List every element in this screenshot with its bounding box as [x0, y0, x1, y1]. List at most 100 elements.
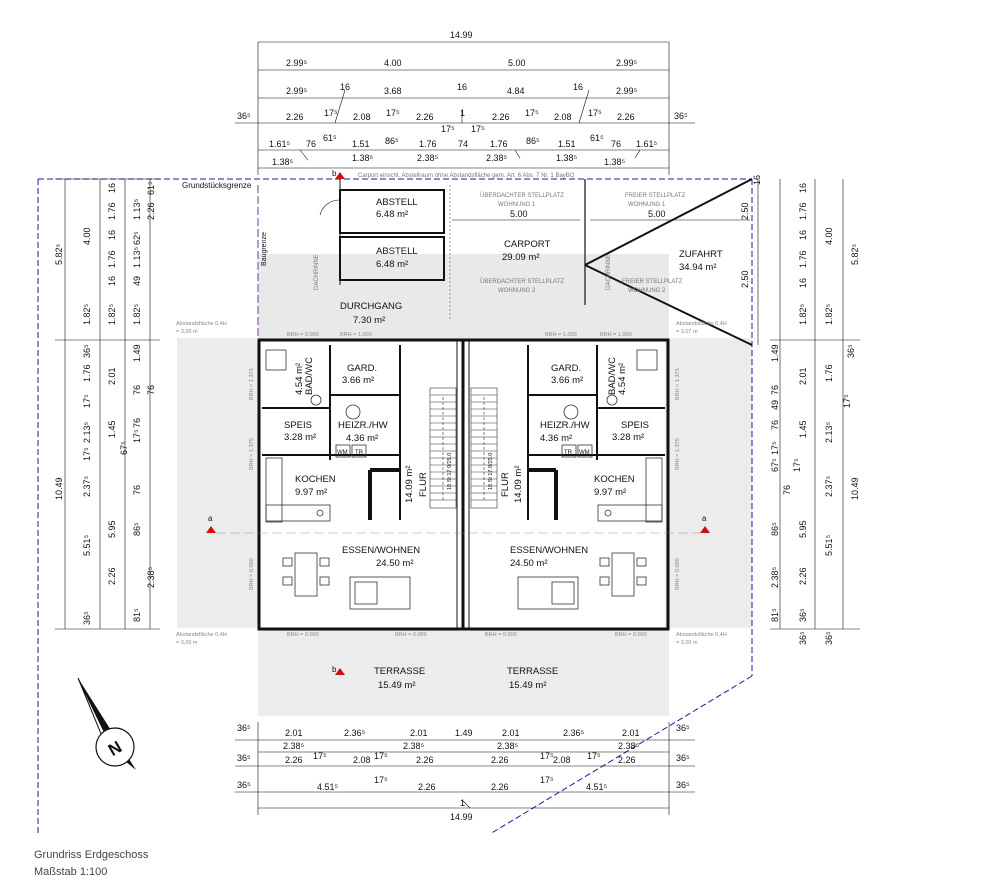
dim-right-c4: 36⁵ — [798, 608, 808, 622]
dim-top-r3: 2.99⁵ — [286, 86, 308, 96]
heiz-left-area: 4.36 m² — [346, 433, 378, 444]
dim-bot-r1: 2.36⁵ — [344, 728, 366, 738]
brh-right-2: BRH = 1.375 — [675, 438, 681, 470]
dim-right-c2: 17⁵ — [792, 458, 802, 472]
kochen-right-area: 9.97 m² — [594, 487, 626, 498]
brh-top-4: BRH = 1.000 — [600, 332, 632, 338]
dim-top-r4: 2.08 — [554, 112, 572, 122]
dim-top-r5: 1.61⁵ — [636, 139, 658, 149]
dim-bot-r3: 17⁵ — [587, 751, 601, 761]
dim-top-r6: 2.38⁵ — [486, 153, 508, 163]
dim-bot-r3: 2.08 — [353, 755, 371, 765]
north-arrow-icon: N — [77, 677, 136, 770]
stellplatz-1-label: ÜBERDACHTER STELLPLATZ — [480, 192, 564, 199]
abstell-2-area: 6.48 m² — [376, 259, 408, 270]
terrasse-left-area: 15.49 m² — [378, 680, 416, 691]
speis-right-area: 3.28 m² — [612, 432, 644, 443]
gard-right-name: GARD. — [551, 363, 581, 374]
zufahrt-name: ZUFAHRT — [679, 249, 723, 260]
carport-structures — [319, 178, 753, 346]
dim-top-r5: 86⁵ — [526, 136, 540, 146]
dim-top-r4b: 17⁵ — [471, 124, 485, 134]
dim-right-c4: 76 — [782, 485, 792, 495]
dim-top-r6: 2.38⁵ — [417, 153, 439, 163]
bad-left-area: 4.54 m² — [294, 363, 305, 395]
dim-left-c2: 5.51⁵ — [82, 534, 92, 556]
brh-top-1: BRH = 3.000 — [287, 332, 319, 338]
brh-right-3: BRH = 0.000 — [675, 558, 681, 590]
dim-top-r6: 1.38⁵ — [352, 153, 374, 163]
dim-top-r5: 76 — [306, 139, 316, 149]
abst-label-tl: Abstandsfläche 0,4H — [176, 321, 227, 327]
dim-top-r4: 2.26 — [617, 112, 635, 122]
dim-right-c4: 1.49 — [770, 344, 780, 362]
zufahrt-area: 34.94 m² — [679, 262, 717, 273]
dim-top-r5: 1.51 — [352, 139, 370, 149]
frei-1-label: FREIER STELLPLATZ — [625, 193, 686, 199]
dim-bot-r4: 36⁵ — [676, 780, 690, 790]
dim-right-c2: 17⁵ — [842, 394, 852, 408]
brh-left-1: BRH = 1.375 — [249, 368, 255, 400]
dim-top-r4: 2.08 — [353, 112, 371, 122]
carport-note: Carport einschl. Abstellraum ohne Abstan… — [358, 173, 575, 179]
flur-left-name: FLUR — [418, 472, 429, 497]
dim-left-c2: 1.76 — [82, 364, 92, 382]
dim-top-r2: 2.99⁵ — [286, 58, 308, 68]
flur-right-area: 14.09 m² — [513, 466, 524, 504]
dim-bot-r1: 36⁵ — [676, 723, 690, 733]
speis-left-name: SPEIS — [284, 420, 312, 431]
dim-top-r3: 16 — [340, 82, 350, 92]
brh-bot-2: BRH = 0.000 — [395, 632, 427, 638]
dim-right-c4: 16 — [752, 175, 762, 185]
dim-left-c1: 5.82⁵ — [54, 243, 64, 265]
brh-bot-4: BRH = 0.000 — [615, 632, 647, 638]
brh-labels: BRH = 3.000 BRH = 1.000 BRH = 1.000 BRH … — [249, 332, 681, 638]
dim-top-r6: 1.38⁵ — [556, 153, 578, 163]
dim-right-c2: 5.51⁵ — [824, 534, 834, 556]
dim-right-c2: 2.13⁵ — [824, 421, 834, 443]
dim-bot-r1: 2.36⁵ — [563, 728, 585, 738]
gard-left-area: 3.66 m² — [342, 375, 374, 386]
dim-top-r5: 1.76 — [419, 139, 437, 149]
brh-left-2: BRH = 1.375 — [249, 438, 255, 470]
furniture — [265, 349, 663, 610]
essen-left-name: ESSEN/WOHNEN — [342, 545, 420, 556]
boundary-label: Grundstücksgrenze — [182, 181, 252, 190]
abst-val-bl: = 3,00 m — [176, 640, 198, 646]
right-dimensions: 5.82⁵ 10.49 4.00 1.82⁵ 36⁵ 1.76 17⁵ 2.13… — [740, 175, 860, 645]
dim-bot-r2: 2.38⁵ — [618, 741, 640, 751]
dim-right-c3: 1.76 — [798, 250, 808, 268]
dim-top-r4: 36⁵ — [237, 111, 251, 121]
dim-bot-r3: 2.26 — [618, 755, 636, 765]
dim-top-r5: 1.51 — [558, 139, 576, 149]
dim-left-c4: 17⁵ — [132, 429, 142, 443]
dim-top-r4b: 17⁵ — [441, 124, 455, 134]
dim-right-c2: 1.82⁵ — [824, 303, 834, 325]
dim-bot-r3: 2.26 — [416, 755, 434, 765]
dim-bot-r2: 2.38⁵ — [403, 741, 425, 751]
dim-bot-r4: 17⁵ — [374, 775, 388, 785]
brh-bot-3: BRH = 0.000 — [485, 632, 517, 638]
essen-right-name: ESSEN/WOHNEN — [510, 545, 588, 556]
room-labels: ABSTELL 6.48 m² ABSTELL 6.48 m² CARPORT … — [284, 197, 723, 691]
bad-right-area: 4.54 m² — [617, 363, 628, 395]
dim-right-c2: 1.76 — [824, 364, 834, 382]
dim-right-c3: 5.95 — [798, 520, 808, 538]
terrasse-right-area: 15.49 m² — [509, 680, 547, 691]
dim-right-c3: 16 — [798, 183, 808, 193]
brh-bot-1: BRH = 0.000 — [287, 632, 319, 638]
drawing-title: Grundriss Erdgeschoss — [34, 849, 149, 861]
dim-right-c1: 10.49 — [850, 477, 860, 500]
dim-top-r4: 17⁵ — [525, 108, 539, 118]
flur-left-area: 14.09 m² — [404, 466, 415, 504]
abst-val-tr: = 3,07 m — [676, 329, 698, 335]
dim-top-r4: 2.26 — [286, 112, 304, 122]
dim-left-c4b: 76 — [146, 385, 156, 395]
dim-left-c3: 2.01 — [107, 367, 117, 385]
dim-right-c3: 1.45 — [798, 420, 808, 438]
dim-right-c3: 36⁵ — [798, 631, 808, 645]
dim-top-r4: 2.26 — [492, 112, 510, 122]
dim-left-c1: 10.49 — [54, 477, 64, 500]
dim-bot-r2: 2.38⁵ — [497, 741, 519, 751]
heiz-left-name: HEIZR./HW — [338, 420, 388, 431]
